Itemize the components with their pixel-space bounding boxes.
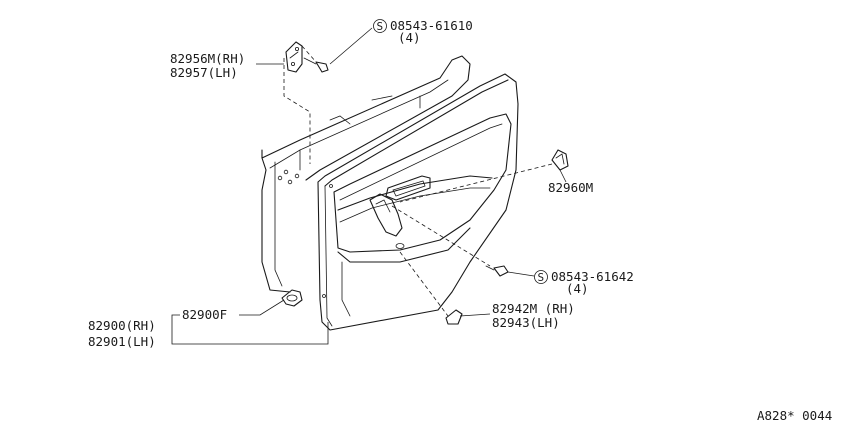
- screw-symbol-mid: [534, 270, 548, 284]
- door-trim-panel: [317, 73, 519, 331]
- screw-symbol-top-letter: S: [377, 20, 384, 33]
- label-cover-rh: 82942M (RH): [492, 301, 575, 316]
- screw-mid: [485, 265, 509, 277]
- label-ref-code: A828* 0044: [757, 408, 832, 423]
- door-inner-panel: [261, 55, 471, 293]
- leader-lines: [171, 27, 567, 345]
- label-bracket-rh: 82956M(RH): [170, 51, 245, 66]
- label-clip: 82960M: [548, 180, 593, 195]
- label-cover-lh: 82943(LH): [492, 315, 560, 330]
- screw-top: [303, 57, 329, 73]
- label-trim-lh: 82901(LH): [88, 334, 156, 349]
- label-screw-top-qty: (4): [398, 30, 421, 45]
- screw-symbol-mid-letter: S: [538, 271, 545, 284]
- fastener-part: [281, 289, 303, 307]
- bracket-part: [285, 41, 303, 73]
- label-trim-rh: 82900(RH): [88, 318, 156, 333]
- label-screw-mid-part: 08543-61642: [551, 269, 634, 284]
- label-fastener: 82900F: [182, 307, 227, 322]
- label-bracket-lh: 82957(LH): [170, 65, 238, 80]
- label-screw-top-part: 08543-61610: [390, 18, 473, 33]
- screw-symbol-top: [373, 19, 387, 33]
- cover-part: [445, 309, 463, 325]
- label-screw-mid-qty: (4): [566, 281, 589, 296]
- assembly-lines: [283, 45, 553, 317]
- clip-part: [551, 149, 569, 171]
